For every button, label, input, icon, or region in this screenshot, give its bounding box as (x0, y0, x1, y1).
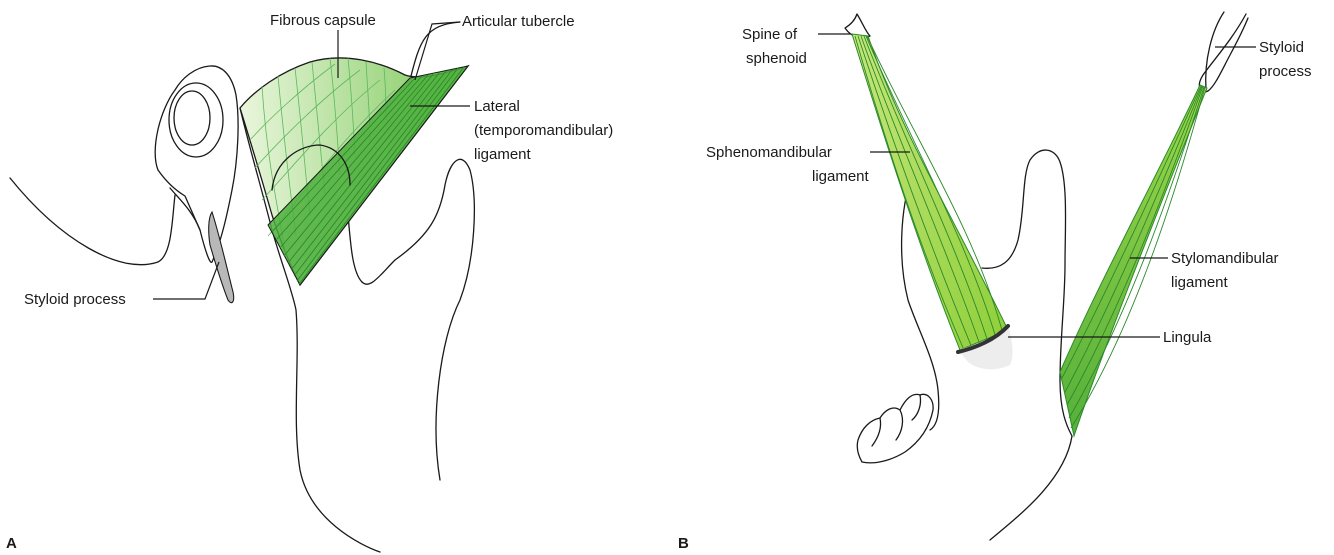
label-articular-tubercle: Articular tubercle (462, 13, 575, 30)
label-fibrous-capsule: Fibrous capsule (270, 12, 376, 29)
coronoid-process-a (362, 159, 474, 480)
external-acoustic-meatus (155, 66, 238, 262)
panel-a: Fibrous capsule Articular tubercle Later… (6, 12, 613, 552)
panel-letter-b: B (678, 535, 689, 552)
panel-b: Spine of sphenoid Styloid process Spheno… (678, 12, 1312, 552)
label-spine-line1: Spine of (742, 26, 798, 43)
label-lateral-line3: ligament (474, 146, 532, 163)
styloid-process-a (209, 212, 234, 303)
label-lateral-line2: (temporomandibular) (474, 122, 613, 139)
label-styloid-process-a: Styloid process (24, 291, 126, 308)
label-stylo-line1: Stylomandibular (1171, 250, 1279, 267)
label-styloid-b-line1: Styloid (1259, 39, 1304, 56)
panel-letter-a: A (6, 535, 17, 552)
label-spheno-line2: ligament (812, 168, 870, 185)
styloid-process-b (1199, 14, 1248, 92)
leader-styloid-a (153, 262, 219, 299)
label-spheno-line1: Sphenomandibular (706, 144, 832, 161)
mandible-notch-b (982, 150, 1072, 436)
skull-base-outline-a (10, 178, 175, 265)
label-lingula: Lingula (1163, 329, 1212, 346)
label-lateral-line1: Lateral (474, 98, 520, 115)
mandible-base-b (990, 436, 1072, 540)
molar-teeth-b (857, 394, 933, 463)
label-spine-line2: sphenoid (746, 50, 807, 67)
label-styloid-b-line2: process (1259, 63, 1312, 80)
label-stylo-line2: ligament (1171, 274, 1229, 291)
